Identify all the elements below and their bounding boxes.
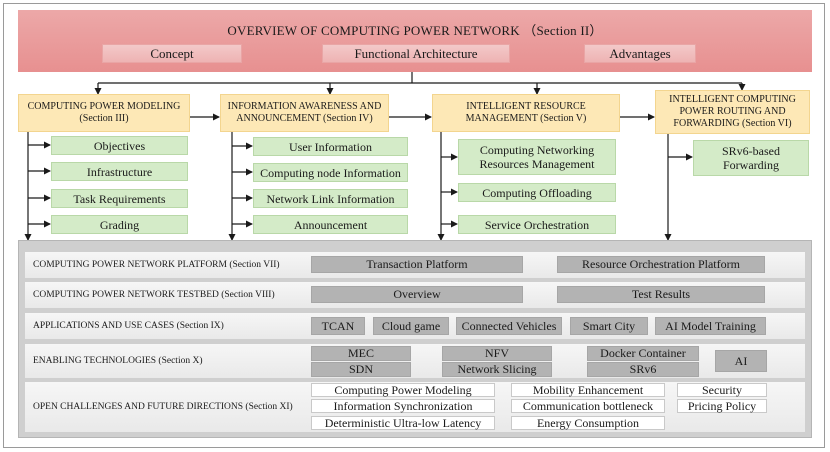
item-tcan[interactable]: TCAN [311, 317, 365, 335]
item-docker-container[interactable]: Docker Container [587, 346, 699, 361]
item-task-requirements[interactable]: Task Requirements [51, 189, 188, 208]
section-title-line: INTELLIGENT RESOURCE [466, 101, 586, 112]
section-title-line: INTELLIGENT COMPUTING [669, 94, 796, 105]
lower-panel: COMPUTING POWER NETWORK PLATFORM (Sectio… [18, 240, 812, 438]
section-title-line: MANAGEMENT (Section V) [465, 113, 587, 124]
item-mobility-enhancement[interactable]: Mobility Enhancement [511, 383, 665, 397]
item-communication-bottleneck[interactable]: Communication bottleneck [511, 399, 665, 413]
item-srv6[interactable]: SRv6 [587, 362, 699, 377]
overview-title: OVERVIEW OF COMPUTING POWER NETWORK （Sec… [227, 23, 603, 38]
item-sdn[interactable]: SDN [311, 362, 411, 377]
row-open-challenges: OPEN CHALLENGES AND FUTURE DIRECTIONS (S… [24, 381, 806, 433]
diagram-frame [3, 3, 825, 448]
item-testbed-overview[interactable]: Overview [311, 286, 523, 303]
item-pricing-policy[interactable]: Pricing Policy [677, 399, 767, 413]
item-mec[interactable]: MEC [311, 346, 411, 361]
item-information-synchronization[interactable]: Information Synchronization [311, 399, 495, 413]
tab-concept[interactable]: Concept [102, 44, 242, 63]
section-title-line: POWER ROUTING AND [679, 106, 786, 117]
item-computing-networking-resources-management[interactable]: Computing Networking Resources Managemen… [458, 139, 616, 175]
section-title-line: FORWARDING (Section VI) [673, 118, 792, 129]
row-label: ENABLING TECHNOLOGIES (Section X) [33, 356, 203, 366]
item-connected-vehicles[interactable]: Connected Vehicles [456, 317, 562, 335]
row-label: OPEN CHALLENGES AND FUTURE DIRECTIONS (S… [33, 402, 293, 412]
item-deterministic-ultra-low-latency[interactable]: Deterministic Ultra-low Latency [311, 416, 495, 430]
row-label: APPLICATIONS AND USE CASES (Section IX) [33, 321, 224, 331]
row-applications: APPLICATIONS AND USE CASES (Section IX) … [24, 312, 806, 340]
item-computing-offloading[interactable]: Computing Offloading [458, 183, 616, 202]
row-label: COMPUTING POWER NETWORK TESTBED (Section… [33, 290, 275, 300]
row-label: COMPUTING POWER NETWORK PLATFORM (Sectio… [33, 260, 280, 270]
section-intelligent-resource-management[interactable]: INTELLIGENT RESOURCE MANAGEMENT (Section… [432, 94, 620, 132]
item-user-information[interactable]: User Information [253, 137, 408, 156]
item-computing-power-modeling[interactable]: Computing Power Modeling [311, 383, 495, 397]
tab-advantages[interactable]: Advantages [584, 44, 696, 63]
tab-functional-architecture[interactable]: Functional Architecture [322, 44, 510, 63]
row-enabling-technologies: ENABLING TECHNOLOGIES (Section X) MEC NF… [24, 343, 806, 379]
item-security[interactable]: Security [677, 383, 767, 397]
section-title-line: INFORMATION AWARENESS AND [227, 101, 382, 112]
item-grading[interactable]: Grading [51, 215, 188, 234]
item-computing-node-information[interactable]: Computing node Information [253, 163, 408, 182]
item-cloud-game[interactable]: Cloud game [373, 317, 449, 335]
section-title-line: COMPUTING POWER MODELING [27, 101, 181, 112]
section-intelligent-routing-forwarding[interactable]: INTELLIGENT COMPUTING POWER ROUTING AND … [655, 90, 810, 134]
item-transaction-platform[interactable]: Transaction Platform [311, 256, 523, 273]
item-infrastructure[interactable]: Infrastructure [51, 162, 188, 181]
item-objectives[interactable]: Objectives [51, 136, 188, 155]
item-nfv[interactable]: NFV [442, 346, 552, 361]
item-smart-city[interactable]: Smart City [570, 317, 648, 335]
section-information-awareness[interactable]: INFORMATION AWARENESS AND ANNOUNCEMENT (… [220, 94, 389, 132]
item-srv6-based-forwarding[interactable]: SRv6-based Forwarding [693, 140, 809, 176]
item-service-orchestration[interactable]: Service Orchestration [458, 215, 616, 234]
item-network-slicing[interactable]: Network Slicing [442, 362, 552, 377]
overview-banner: OVERVIEW OF COMPUTING POWER NETWORK （Sec… [18, 10, 812, 72]
row-testbed: COMPUTING POWER NETWORK TESTBED (Section… [24, 281, 806, 309]
item-ai[interactable]: AI [715, 350, 767, 372]
item-announcement[interactable]: Announcement [253, 215, 408, 234]
item-resource-orchestration-platform[interactable]: Resource Orchestration Platform [557, 256, 765, 273]
item-ai-model-training[interactable]: AI Model Training [655, 317, 766, 335]
section-computing-power-modeling[interactable]: COMPUTING POWER MODELING (Section III) [18, 94, 190, 132]
item-network-link-information[interactable]: Network Link Information [253, 189, 408, 208]
item-test-results[interactable]: Test Results [557, 286, 765, 303]
section-title-line: ANNOUNCEMENT (Section IV) [236, 113, 373, 124]
section-title-line: (Section III) [79, 113, 129, 124]
item-energy-consumption[interactable]: Energy Consumption [511, 416, 665, 430]
row-platform: COMPUTING POWER NETWORK PLATFORM (Sectio… [24, 251, 806, 279]
